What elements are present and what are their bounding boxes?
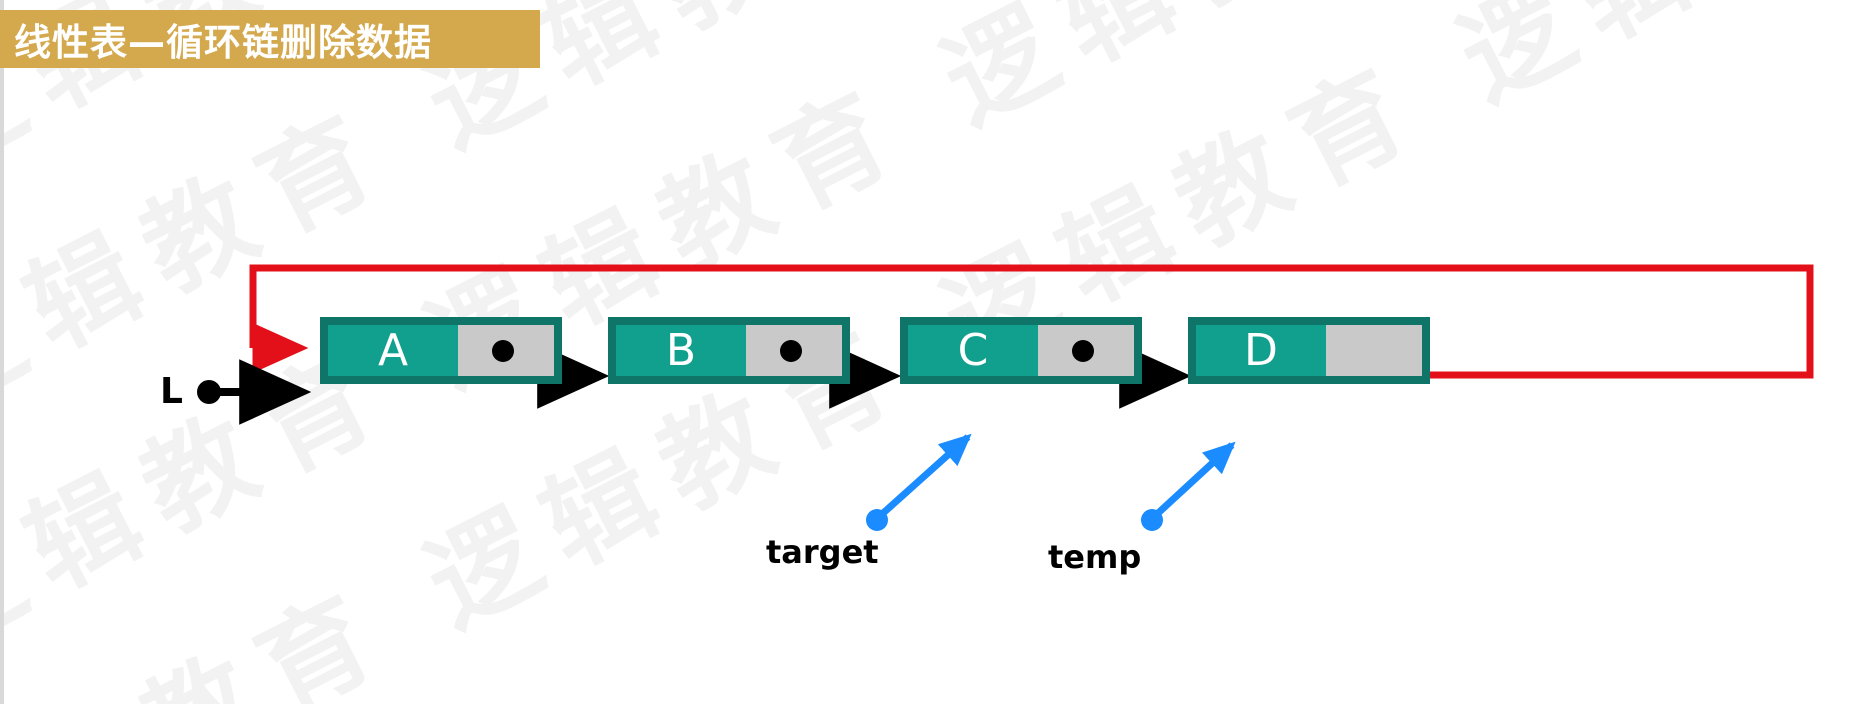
pointer-arrow-target xyxy=(866,433,972,531)
link-d-to-a-circular xyxy=(249,264,1814,379)
list-node-a[interactable]: A xyxy=(320,317,562,384)
pointer-dot-icon xyxy=(780,339,802,362)
node-c-data: C xyxy=(908,325,1038,376)
pointer-label-temp: temp xyxy=(1048,538,1142,576)
list-node-c[interactable]: C xyxy=(900,317,1142,384)
list-node-b[interactable]: B xyxy=(608,317,850,384)
node-a-data: A xyxy=(328,325,458,376)
pointer-dot-icon xyxy=(1072,339,1094,362)
slide-title-bar: 线性表—循环链删除数据 xyxy=(0,10,540,68)
head-pointer-label: L xyxy=(160,371,183,412)
node-d-pointer xyxy=(1326,325,1422,376)
node-a-pointer xyxy=(458,325,554,376)
node-c-pointer xyxy=(1038,325,1134,376)
node-b-data: B xyxy=(616,325,746,376)
node-d-data: D xyxy=(1196,325,1326,376)
pointer-arrow-temp xyxy=(1141,441,1236,531)
page-title: 线性表—循环链删除数据 xyxy=(14,21,432,64)
link-l-to-a xyxy=(197,359,312,425)
left-gutter-divider xyxy=(0,0,4,704)
list-node-d[interactable]: D xyxy=(1188,317,1430,384)
node-b-pointer xyxy=(746,325,842,376)
pointer-label-target: target xyxy=(766,533,879,571)
pointer-dot-icon xyxy=(492,339,514,362)
